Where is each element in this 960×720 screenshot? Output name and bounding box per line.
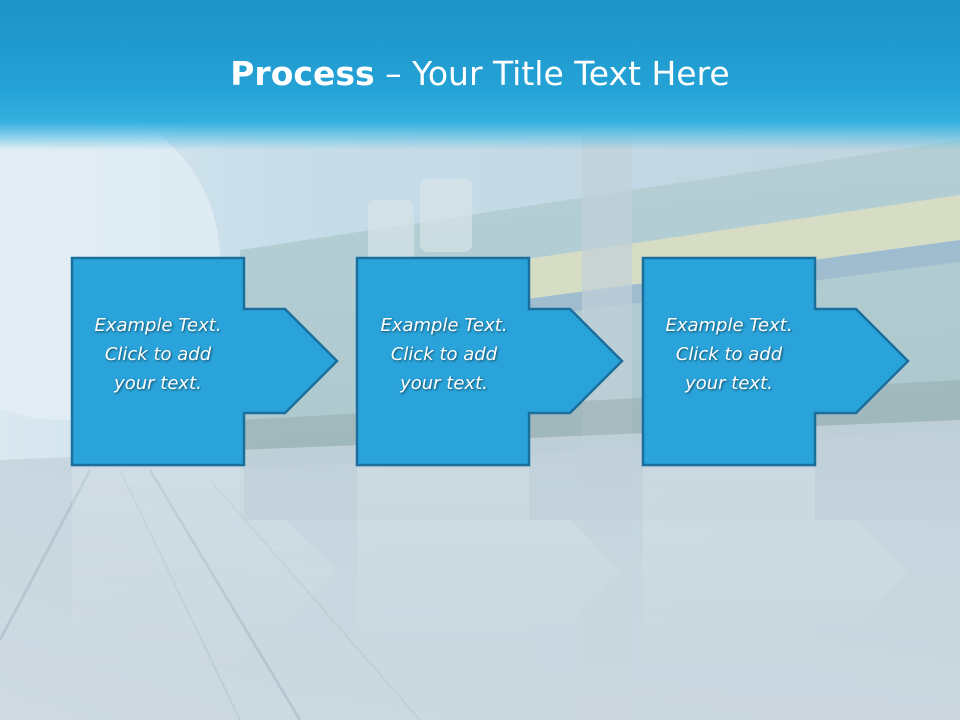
slide-title[interactable]: Process – Your Title Text Here	[0, 52, 960, 96]
step-1-text[interactable]: Example Text. Click to add your text.	[72, 311, 244, 398]
step-3-line-2: Click to add	[675, 344, 783, 365]
step-2-text[interactable]: Example Text. Click to add your text.	[358, 311, 530, 398]
step-1-line-1: Example Text.	[94, 315, 222, 336]
step-3-line-3: your text.	[685, 373, 773, 394]
title-band	[0, 0, 960, 150]
process-step-1[interactable]	[70, 256, 339, 467]
step-2-line-1: Example Text.	[380, 315, 508, 336]
step-3-text[interactable]: Example Text. Click to add your text.	[643, 311, 815, 398]
title-bold-part: Process	[230, 54, 375, 93]
process-step-2[interactable]	[355, 256, 624, 467]
step-1-line-2: Click to add	[104, 344, 212, 365]
title-regular-part: – Your Title Text Here	[374, 54, 730, 93]
step-2-line-3: your text.	[400, 373, 488, 394]
process-step-3[interactable]	[641, 256, 910, 467]
step-3-line-1: Example Text.	[665, 315, 793, 336]
step-1-line-3: your text.	[114, 373, 202, 394]
step-2-line-2: Click to add	[390, 344, 498, 365]
step-reflections	[72, 468, 908, 676]
